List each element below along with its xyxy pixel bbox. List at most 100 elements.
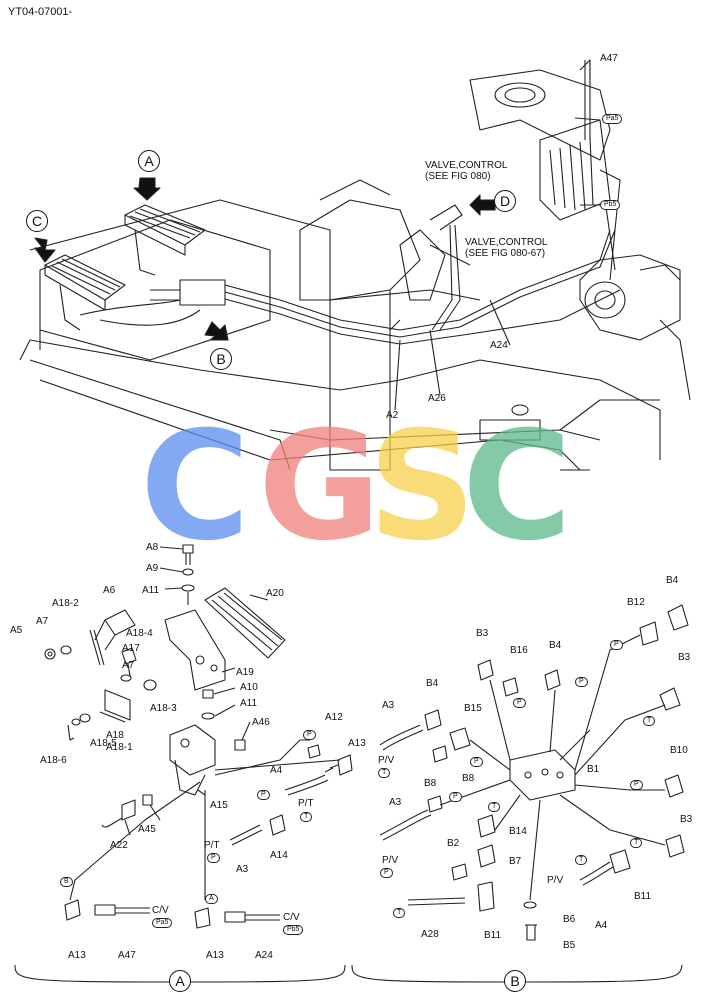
watermark-letter: C [462, 400, 573, 574]
port-tag: A [205, 894, 218, 904]
view-marker-a: A [138, 150, 160, 172]
part-label: A7 [36, 616, 49, 627]
part-label: B4 [549, 640, 562, 651]
port-tag: P [610, 640, 623, 650]
port-tag: B [60, 877, 73, 887]
part-label: A26 [428, 393, 446, 404]
part-label: A4 [270, 765, 283, 776]
port-tag: P [380, 868, 393, 878]
view-marker-d: D [494, 190, 516, 212]
part-label: B2 [447, 838, 460, 849]
port-tag: T [575, 855, 588, 865]
part-label: A18-6 [40, 755, 67, 766]
part-label: A10 [240, 682, 258, 693]
part-label: A14 [270, 850, 288, 861]
part-label: B3 [680, 814, 693, 825]
port-tag: T [300, 812, 313, 822]
part-label: C/V [152, 905, 169, 916]
part-label: A2 [386, 410, 399, 421]
arrow-d [469, 194, 496, 216]
part-label: A13 [68, 950, 86, 961]
valve-note-2: VALVE,CONTROL (SEE FIG 080-67) [465, 237, 548, 259]
part-label: B4 [666, 575, 679, 586]
part-label: B8 [424, 778, 437, 789]
watermark-letter: C [140, 400, 251, 574]
port-tag: T [488, 802, 501, 812]
part-label: P/V [382, 855, 399, 866]
part-label: A9 [146, 563, 159, 574]
watermark-letter: G [258, 400, 382, 574]
port-tag: P [575, 677, 588, 687]
port-tag: P [630, 780, 643, 790]
port-tag: Pb5 [600, 200, 621, 210]
top-hoses [79, 224, 621, 345]
valve-note-1: VALVE,CONTROL (SEE FIG 080) [425, 160, 508, 182]
part-label: B11 [634, 891, 652, 902]
arrow-a [133, 177, 161, 201]
part-label: A4 [595, 920, 608, 931]
part-label: A17 [122, 643, 140, 654]
part-label: B1 [587, 764, 600, 775]
center-post [299, 179, 421, 471]
part-label: B6 [563, 914, 576, 925]
part-label: A45 [138, 824, 156, 835]
port-tag: T [378, 768, 391, 778]
part-label: A46 [252, 717, 270, 728]
port-tag: P [449, 792, 462, 802]
port-tag: Pa5 [602, 114, 623, 124]
part-label: A47 [600, 53, 618, 64]
part-label: B12 [627, 597, 645, 608]
frame-outline [19, 199, 661, 471]
engine-block [469, 59, 621, 281]
detail-a-parts [44, 544, 353, 929]
port-tag: T [643, 716, 656, 726]
part-label: A19 [236, 667, 254, 678]
port-tag: Pb5 [283, 925, 304, 935]
part-label: C/V [283, 912, 300, 923]
part-label: P/T [298, 798, 314, 809]
part-label: A28 [421, 929, 439, 940]
part-label: A13 [348, 738, 366, 749]
part-label: B8 [462, 773, 475, 784]
part-label: A12 [325, 712, 343, 723]
part-label: A47 [118, 950, 136, 961]
part-label: A3 [236, 864, 249, 875]
part-label: A18-2 [52, 598, 79, 609]
section-label-b: B [504, 970, 526, 992]
part-label: B3 [476, 628, 489, 639]
watermark-letter: S [368, 400, 477, 574]
part-label: A18-1 [106, 742, 133, 753]
part-label: A13 [206, 950, 224, 961]
view-marker-c: C [26, 210, 48, 232]
pedal-c-drawing [44, 254, 126, 331]
part-label: B4 [426, 678, 439, 689]
part-label: A6 [103, 585, 116, 596]
view-marker-b: B [210, 348, 232, 370]
part-label: A5 [10, 625, 23, 636]
port-tag: Pa5 [152, 918, 173, 928]
part-label: A15 [210, 800, 228, 811]
part-label: A11 [240, 698, 258, 709]
part-label: B3 [678, 652, 691, 663]
section-label-a: A [169, 970, 191, 992]
part-label: A8 [146, 542, 159, 553]
part-label: A18 [106, 730, 124, 741]
detail-b-parts [379, 604, 689, 941]
part-label: B10 [670, 745, 688, 756]
arrow-b [204, 321, 229, 341]
part-label: A11 [142, 585, 160, 596]
part-label: A7 [122, 660, 135, 671]
port-tag: P [303, 730, 316, 740]
pedal-a-drawing [124, 204, 206, 276]
part-label: A18-4 [126, 628, 153, 639]
part-label: B11 [484, 930, 502, 941]
part-label: B16 [510, 645, 528, 656]
port-tag: P [470, 757, 483, 767]
part-label: B15 [464, 703, 482, 714]
part-label: P/V [547, 875, 564, 886]
document-id: YT04-07001- [8, 6, 73, 18]
part-label: A24 [255, 950, 273, 961]
control-valve-left [399, 204, 463, 301]
arrow-c [34, 237, 56, 263]
